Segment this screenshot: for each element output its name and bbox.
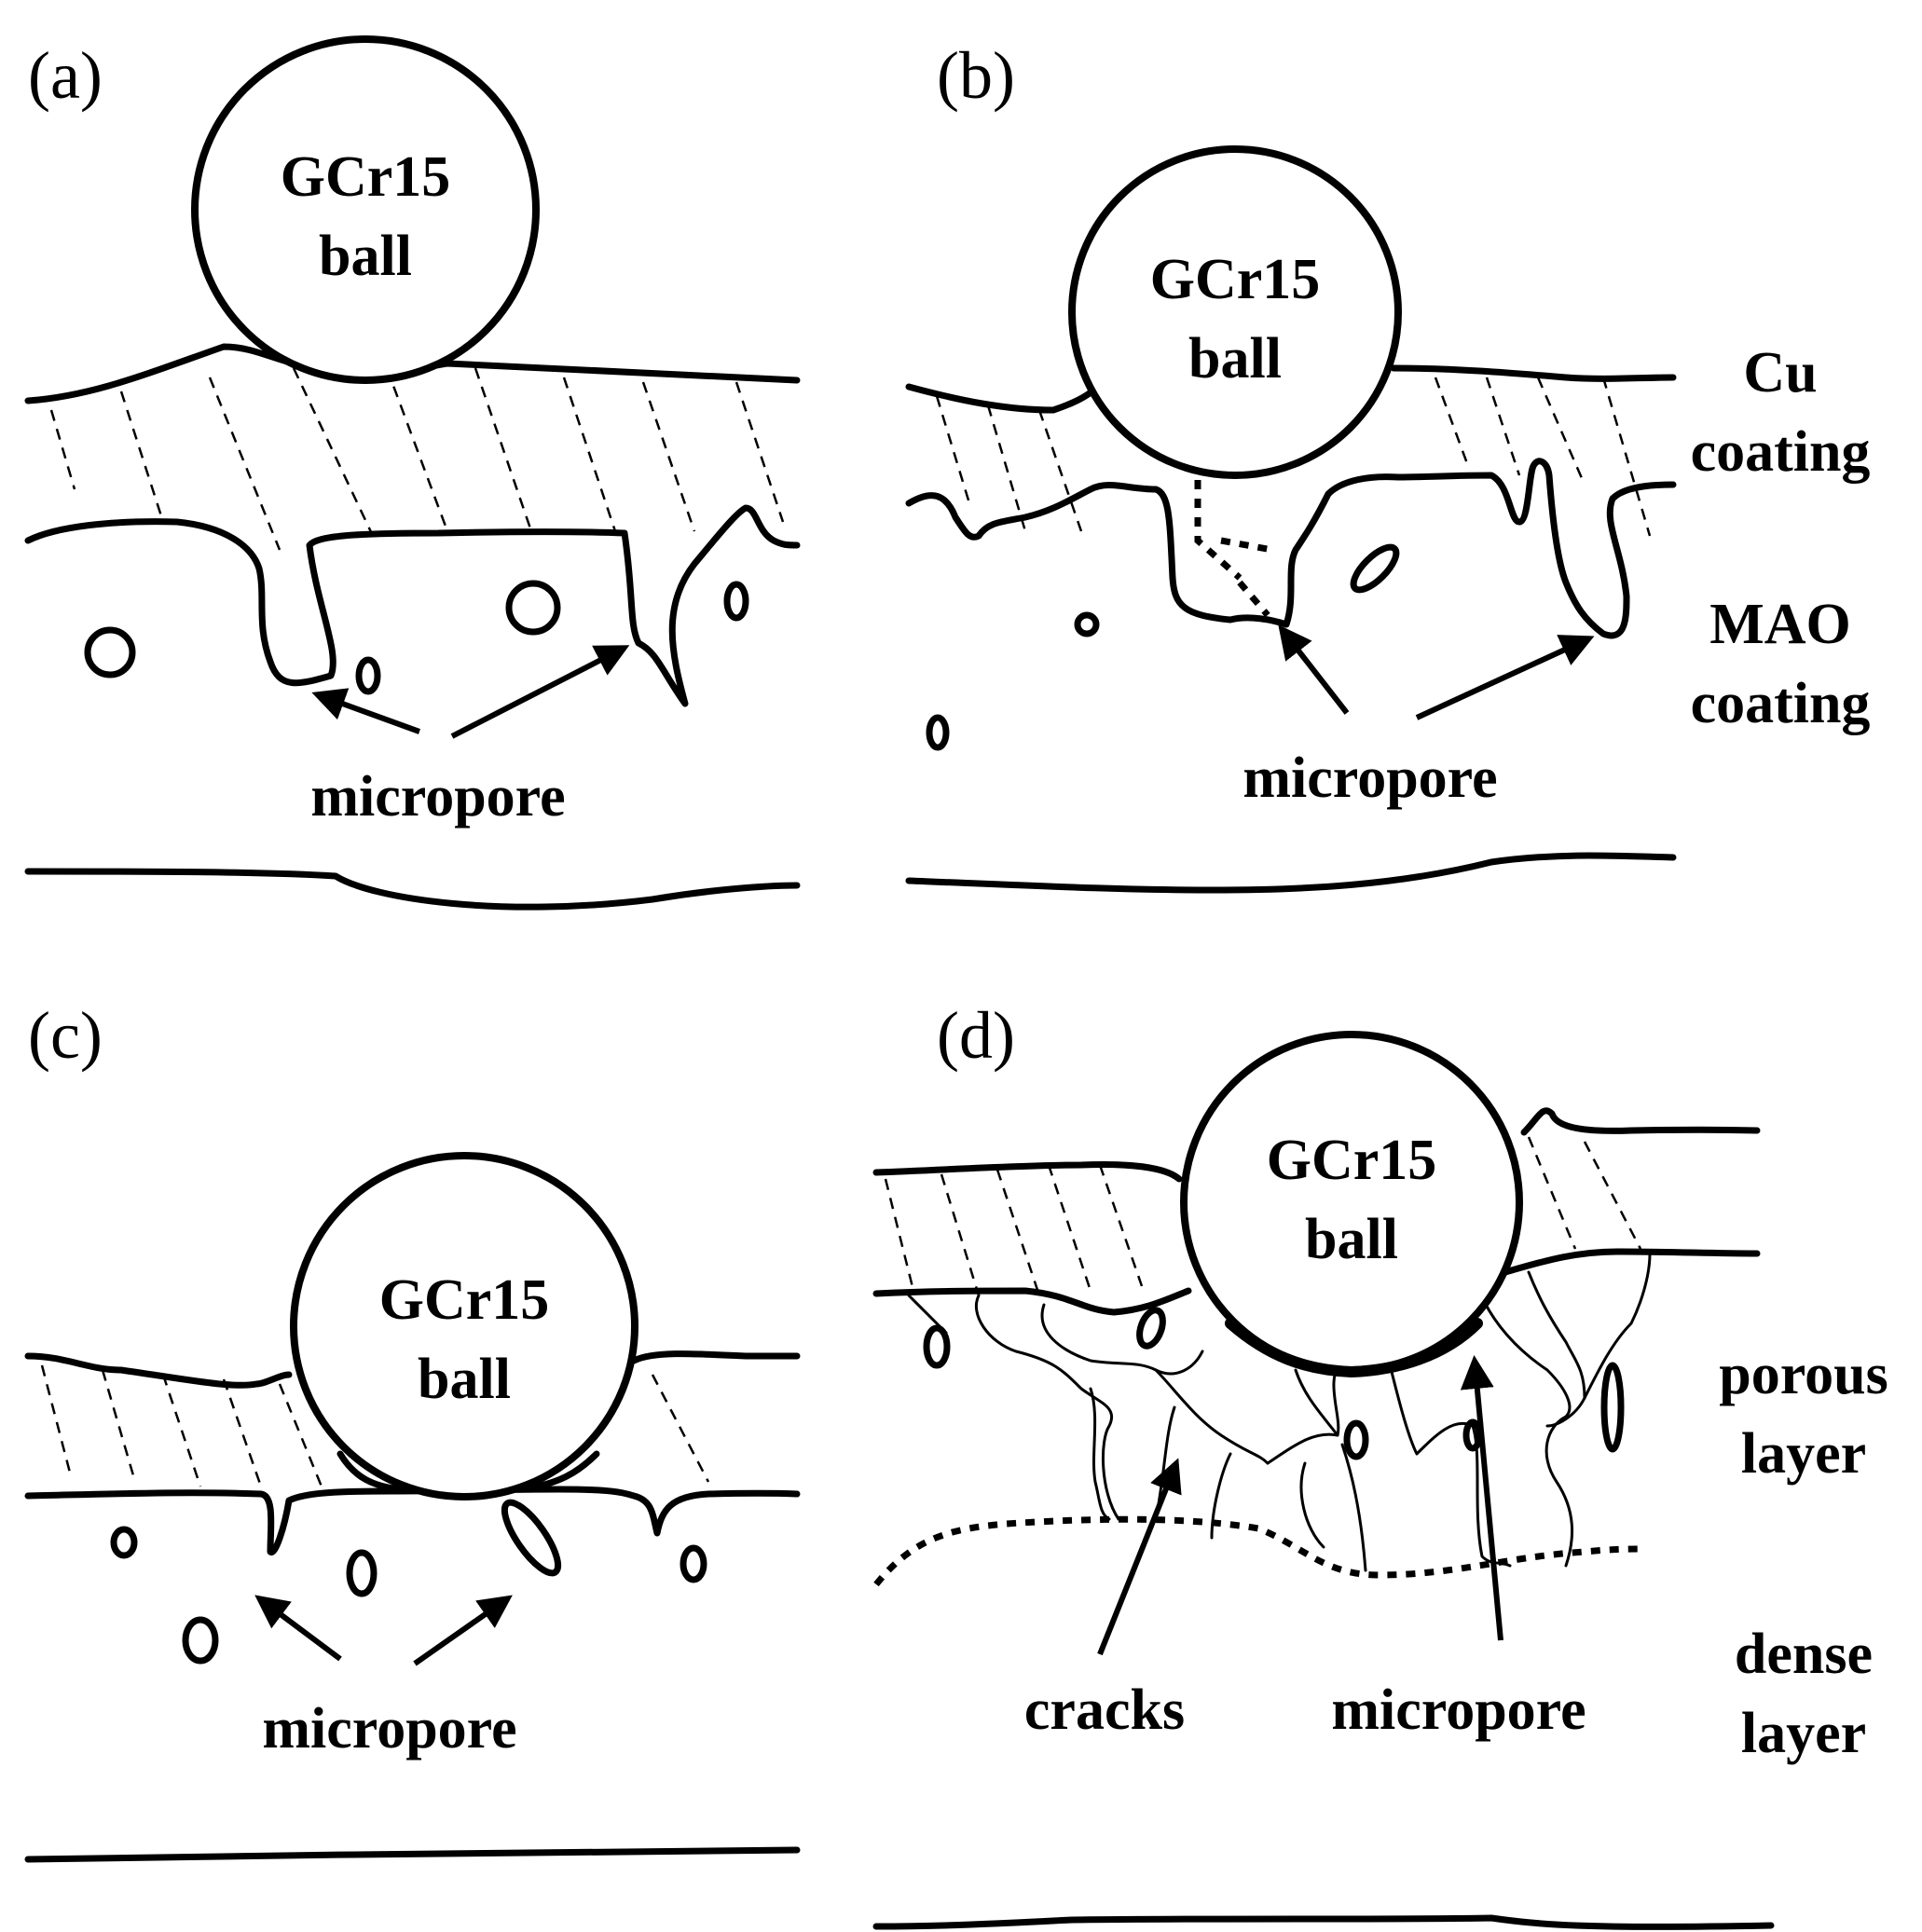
panel-a-substrate-line [24, 868, 801, 911]
panel-b-micropore-label: micropore [1242, 747, 1497, 810]
panel-d-cu-hatch [884, 1136, 1642, 1296]
panel-a-arrow [450, 645, 630, 739]
panel-b-ball-label-1: GCr15 [1150, 248, 1321, 311]
panel-b-ball-label-2: ball [1188, 327, 1282, 391]
panel-d-substrate-line [872, 1914, 1775, 1930]
panel-b-substrate-line [905, 852, 1677, 894]
panel-d-cu-surface [872, 1107, 1761, 1183]
legend-dense-label-2: layer [1741, 1702, 1866, 1765]
panel-c-cu-hatch [40, 1364, 710, 1487]
legend-porous-label-1: porous [1719, 1343, 1888, 1406]
panel-a-gcr15-ball [191, 35, 540, 384]
panel-c-pore [182, 1616, 219, 1665]
panel-d-cracks-label: cracks [1024, 1679, 1185, 1742]
panel-d-micropore-label: micropore [1331, 1679, 1586, 1742]
legend-mao-label-2: coating [1691, 672, 1871, 735]
legend-dense-label-1: dense [1735, 1623, 1873, 1686]
panel-a-ball-label-2: ball [319, 225, 412, 288]
panel-c-pore [346, 1549, 378, 1597]
panel-c-ball-label-2: ball [418, 1348, 511, 1411]
legend-mao-label-1: MAO [1709, 593, 1851, 656]
panel-d-layer-boundary [873, 1515, 1641, 1587]
panel-a-cu-hatch [49, 367, 785, 551]
panel-b-arrow [1278, 624, 1350, 715]
panel-c-ball-label-1: GCr15 [379, 1268, 550, 1332]
panel-d-label: (d) [937, 998, 1015, 1073]
panel-b-cu-hatch [935, 377, 1652, 537]
panel-a-pore [84, 626, 136, 678]
panel-c-pore [680, 1544, 707, 1583]
panel-c-arrow [254, 1595, 342, 1662]
panel-a-mao-surface [24, 504, 801, 707]
panel-a-pore [355, 656, 381, 695]
panel-b: (b) GCr15 ball micropore [905, 38, 1677, 894]
panel-d-pore [1600, 1362, 1625, 1453]
panel-c-substrate-line [24, 1846, 801, 1863]
panel-c-micropore-label: micropore [262, 1697, 516, 1761]
legend-porous-label-2: layer [1741, 1422, 1866, 1486]
panel-d-mao-surface [872, 1248, 1761, 1316]
panel-c-pore [501, 1499, 562, 1577]
panel-b-gcr15-ball [1068, 145, 1402, 479]
panel-c-mao-surface [24, 1486, 801, 1555]
panel-b-mao-surface [905, 458, 1677, 639]
panel-b-arrow [1415, 635, 1595, 720]
panel-d-pore [923, 1324, 951, 1369]
panel-a-label: (a) [28, 38, 103, 113]
panel-d-pore [1136, 1307, 1166, 1350]
legend-layers: porous layer dense layer [1719, 1343, 1888, 1765]
panel-d-ball-contact [1225, 1318, 1483, 1377]
panel-d-pore [1343, 1419, 1369, 1460]
legend-cu-label-1: Cu [1743, 341, 1817, 404]
panel-a-pore [505, 580, 561, 636]
panel-a-pore [723, 581, 749, 622]
panel-d-micropore-arrow [1460, 1355, 1503, 1641]
panel-c-cu-surface [24, 1350, 801, 1389]
panel-a-arrow [311, 688, 421, 734]
panel-b-micropore-cavity [1194, 480, 1273, 618]
panel-a: (a) GCr15 ball micropore [24, 35, 801, 911]
panel-d-cracks [907, 1252, 1652, 1572]
panel-c-pore [110, 1526, 138, 1559]
panel-b-label: (b) [937, 38, 1015, 113]
panel-c-arrow [413, 1595, 513, 1666]
panel-d-ball-label-1: GCr15 [1267, 1129, 1437, 1192]
panel-c-gcr15-ball [290, 1152, 638, 1500]
panel-d-ball-label-2: ball [1305, 1208, 1398, 1271]
panel-c-ball-contact [336, 1450, 600, 1493]
panel-b-pore [1074, 611, 1100, 637]
panel-d: (d) [872, 998, 1775, 1930]
legend-cu-label-2: coating [1691, 420, 1871, 484]
panel-c: (c) GCr15 ball micropore [24, 998, 801, 1863]
panel-a-micropore-label: micropore [310, 765, 565, 829]
panel-b-pore [1350, 543, 1400, 594]
legend-coatings: Cu coating MAO coating [1691, 341, 1871, 735]
panel-d-cracks-arrow [1097, 1458, 1182, 1656]
panel-b-pore [926, 714, 950, 751]
panel-a-ball-label-1: GCr15 [281, 145, 451, 209]
panel-c-label: (c) [28, 998, 103, 1073]
